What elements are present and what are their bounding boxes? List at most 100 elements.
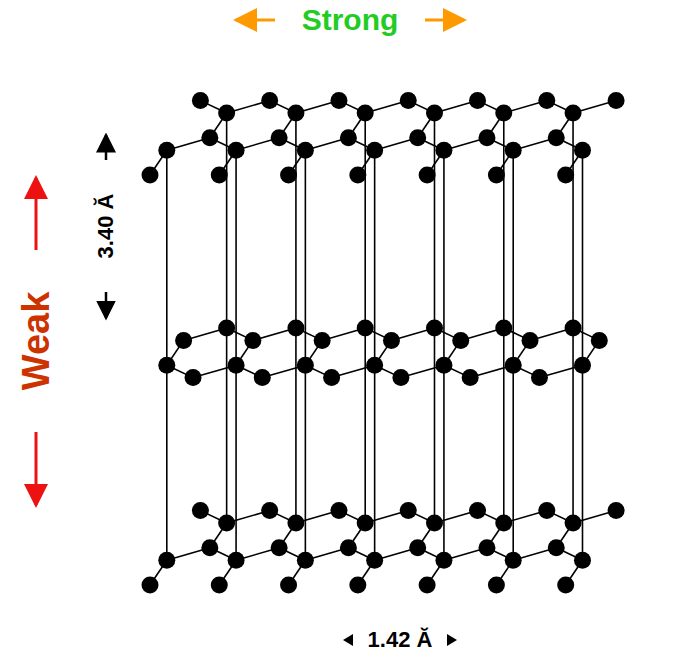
carbon-atom bbox=[435, 552, 452, 569]
carbon-atom bbox=[357, 320, 374, 337]
carbon-atom bbox=[392, 369, 409, 386]
carbon-atom bbox=[297, 357, 314, 374]
carbon-atom bbox=[548, 129, 565, 146]
carbon-atom bbox=[228, 142, 245, 159]
spacing-arrow-down bbox=[105, 292, 108, 318]
carbon-atom bbox=[297, 142, 314, 159]
carbon-atom bbox=[538, 92, 555, 109]
carbon-atom bbox=[505, 357, 522, 374]
carbon-atom bbox=[323, 369, 340, 386]
carbon-atom bbox=[314, 332, 331, 349]
carbon-atom bbox=[469, 92, 486, 109]
interlayer-line bbox=[226, 328, 228, 523]
carbon-atom bbox=[557, 577, 574, 594]
interlayer-line bbox=[166, 365, 168, 560]
carbon-atom bbox=[608, 92, 625, 109]
carbon-atom bbox=[478, 129, 495, 146]
carbon-atom bbox=[261, 502, 278, 519]
carbon-atom bbox=[201, 539, 218, 556]
carbon-atom bbox=[574, 552, 591, 569]
interlayer-lines bbox=[167, 113, 583, 560]
carbon-atom bbox=[435, 357, 452, 374]
carbon-atom bbox=[488, 577, 505, 594]
carbon-atom bbox=[366, 552, 383, 569]
carbon-atom bbox=[495, 105, 512, 122]
carbon-atom bbox=[435, 142, 452, 159]
carbon-atom bbox=[261, 92, 278, 109]
carbon-atom bbox=[192, 92, 209, 109]
carbon-atom bbox=[488, 167, 505, 184]
interlayer-line bbox=[166, 150, 168, 365]
interlayer-line bbox=[503, 328, 505, 523]
carbon-atom bbox=[228, 552, 245, 569]
weak-label: Weak bbox=[17, 292, 55, 391]
carbon-atom bbox=[218, 105, 235, 122]
carbon-atom bbox=[280, 577, 297, 594]
carbon-atom bbox=[254, 369, 271, 386]
carbon-atom bbox=[591, 332, 608, 349]
carbon-atom bbox=[287, 105, 304, 122]
carbon-atom bbox=[228, 357, 245, 374]
carbon-atom bbox=[340, 129, 357, 146]
carbon-atom bbox=[357, 105, 374, 122]
interlayer-line bbox=[235, 365, 237, 560]
interlayer-line bbox=[364, 328, 366, 523]
carbon-atom bbox=[185, 369, 202, 386]
carbon-atom bbox=[280, 167, 297, 184]
carbon-atom bbox=[522, 332, 539, 349]
carbon-atom bbox=[565, 105, 582, 122]
spacing-arrow-up bbox=[105, 135, 108, 160]
carbon-atom bbox=[142, 167, 159, 184]
weak-arrow-down bbox=[35, 432, 38, 505]
weak-arrow-up bbox=[35, 178, 38, 250]
carbon-atom bbox=[158, 142, 175, 159]
carbon-atom bbox=[201, 129, 218, 146]
carbon-atom bbox=[400, 502, 417, 519]
carbon-atom bbox=[357, 515, 374, 532]
carbon-atom bbox=[531, 369, 548, 386]
carbon-atom bbox=[495, 515, 512, 532]
carbon-atom bbox=[608, 502, 625, 519]
carbon-atom bbox=[505, 552, 522, 569]
carbon-atom bbox=[175, 332, 192, 349]
interlayer-line bbox=[512, 365, 514, 560]
carbon-atom bbox=[287, 515, 304, 532]
carbon-atom bbox=[218, 320, 235, 337]
interlayer-line bbox=[374, 365, 376, 560]
carbon-atom bbox=[340, 539, 357, 556]
layer-spacing-label: 3.40 Ă bbox=[95, 194, 117, 259]
interlayer-line bbox=[443, 365, 445, 560]
strong-arrow-right bbox=[425, 19, 464, 22]
carbon-atom bbox=[244, 332, 261, 349]
carbon-atom bbox=[287, 320, 304, 337]
carbon-atom bbox=[211, 577, 228, 594]
interlayer-line bbox=[434, 328, 436, 523]
carbon-atom bbox=[158, 357, 175, 374]
carbon-atom bbox=[505, 142, 522, 159]
carbon-atom bbox=[297, 552, 314, 569]
interlayer-line bbox=[572, 328, 574, 523]
carbon-atom bbox=[366, 142, 383, 159]
carbon-atom bbox=[548, 539, 565, 556]
carbon-atom bbox=[349, 577, 366, 594]
carbon-atom bbox=[271, 539, 288, 556]
carbon-atom bbox=[158, 552, 175, 569]
interlayer-line bbox=[295, 328, 297, 523]
carbon-atom bbox=[565, 515, 582, 532]
carbon-atom bbox=[400, 92, 417, 109]
carbon-atom bbox=[574, 357, 591, 374]
carbon-atom bbox=[478, 539, 495, 556]
carbon-atom bbox=[211, 167, 228, 184]
carbon-lattice bbox=[142, 92, 625, 593]
carbon-atom bbox=[538, 502, 555, 519]
strong-label: Strong bbox=[302, 5, 399, 35]
bond-arrow-left bbox=[343, 634, 353, 646]
carbon-atom bbox=[557, 167, 574, 184]
carbon-atom bbox=[419, 577, 436, 594]
bond-lines bbox=[150, 101, 616, 585]
carbon-atom bbox=[574, 142, 591, 159]
strong-arrow-left bbox=[236, 19, 275, 22]
carbon-atom bbox=[142, 577, 159, 594]
bond-length-label: 1.42 Ă bbox=[368, 629, 433, 651]
